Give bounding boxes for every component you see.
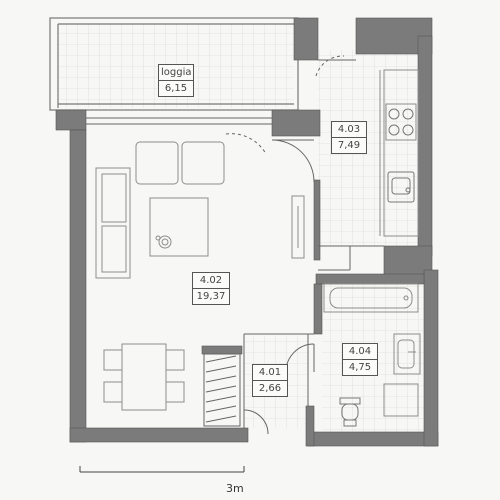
room-area: 6,15: [164, 83, 188, 94]
thin-lines: [86, 59, 384, 428]
armchairs: [135, 141, 225, 185]
room-name: 4.01: [253, 365, 287, 381]
scale-bar: [79, 466, 245, 473]
washbasin-icon: [393, 333, 421, 375]
dining-set: [103, 343, 185, 411]
wardrobe: [203, 353, 241, 427]
doors: [225, 55, 345, 435]
bathtub: [323, 283, 419, 313]
kitchen-counter: [379, 69, 419, 237]
room-label-4-04: 4.04 4,75: [342, 343, 378, 376]
loggia-outline: [49, 17, 299, 111]
room-area: 7,49: [337, 140, 361, 151]
sofa: [95, 167, 131, 279]
room-label-4-01: 4.01 2,66: [252, 364, 288, 397]
room-label-4-03: 4.03 7,49: [331, 121, 367, 154]
room-label-4-02: 4.02 19,37: [192, 272, 230, 305]
room-area: 4,75: [348, 362, 372, 373]
walls: [55, 17, 439, 447]
coffee-table: [149, 197, 209, 257]
scale-label: 3m: [226, 482, 244, 495]
room-name: loggia: [159, 65, 193, 81]
tv-console: [291, 195, 305, 259]
hob-icon: [388, 108, 414, 136]
sink-icon: [387, 171, 415, 203]
room-name: 4.02: [193, 273, 229, 289]
room-label-loggia: loggia 6,15: [158, 64, 194, 97]
room-name: 4.03: [332, 122, 366, 138]
room-name: 4.04: [343, 344, 377, 360]
washing-machine: [383, 383, 419, 417]
room-area: 2,66: [258, 383, 282, 394]
toilet-icon: [339, 397, 361, 427]
room-area: 19,37: [196, 291, 226, 302]
